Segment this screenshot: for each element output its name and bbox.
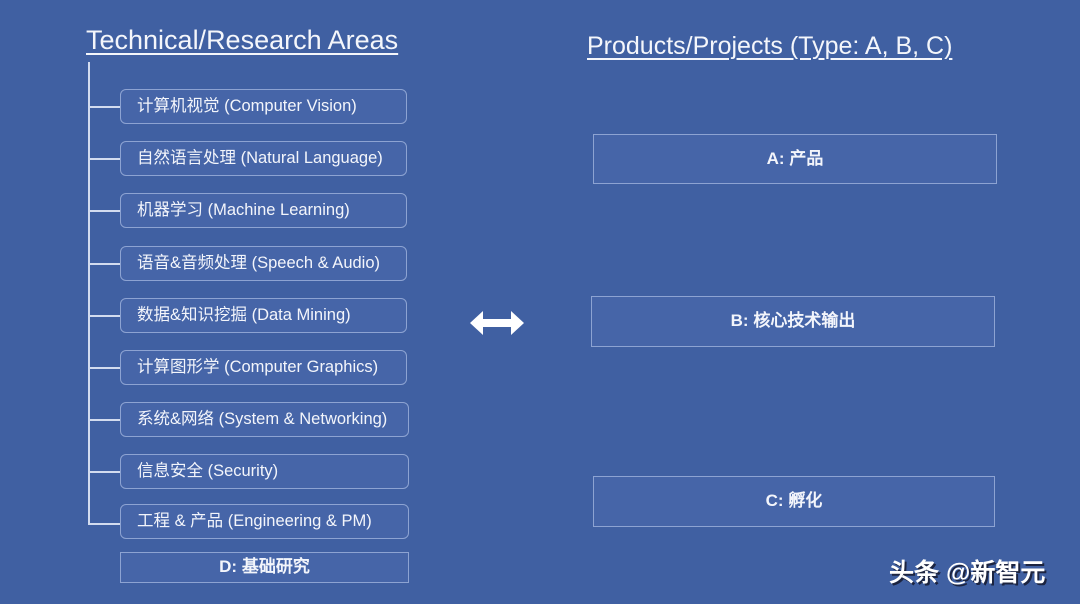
area-system-networking: 系统&网络 (System & Networking) — [120, 402, 409, 437]
tree-branch-line — [88, 106, 121, 108]
type-c-incubation-box: C: 孵化 — [593, 476, 995, 527]
area-machine-learning: 机器学习 (Machine Learning) — [120, 193, 407, 228]
research-areas-title: Technical/Research Areas — [86, 25, 399, 55]
area-security: 信息安全 (Security) — [120, 454, 409, 489]
tree-branch-line — [88, 471, 121, 473]
watermark: 头条 @新智元 — [889, 559, 1046, 587]
area-speech-audio: 语音&音频处理 (Speech & Audio) — [120, 246, 407, 281]
area-computer-graphics: 计算图形学 (Computer Graphics) — [120, 350, 407, 385]
area-engineering-pm: 工程 & 产品 (Engineering & PM) — [120, 504, 409, 539]
tree-branch-line — [88, 263, 121, 265]
type-b-core-tech-box: B: 核心技术输出 — [591, 296, 995, 347]
tree-trunk-line — [88, 62, 90, 525]
area-data-mining: 数据&知识挖掘 (Data Mining) — [120, 298, 407, 333]
tree-branch-line — [88, 210, 121, 212]
foundation-research-box: D: 基础研究 — [120, 552, 409, 583]
products-projects-title: Products/Projects (Type: A, B, C) — [587, 32, 953, 60]
tree-branch-line — [88, 367, 121, 369]
type-a-product-box: A: 产品 — [593, 134, 997, 184]
tree-branch-line — [88, 158, 121, 160]
tree-branch-line — [88, 523, 121, 525]
tree-branch-line — [88, 419, 121, 421]
area-computer-vision: 计算机视觉 (Computer Vision) — [120, 89, 407, 124]
double-arrow-icon — [470, 310, 524, 336]
area-natural-language: 自然语言处理 (Natural Language) — [120, 141, 407, 176]
tree-branch-line — [88, 315, 121, 317]
